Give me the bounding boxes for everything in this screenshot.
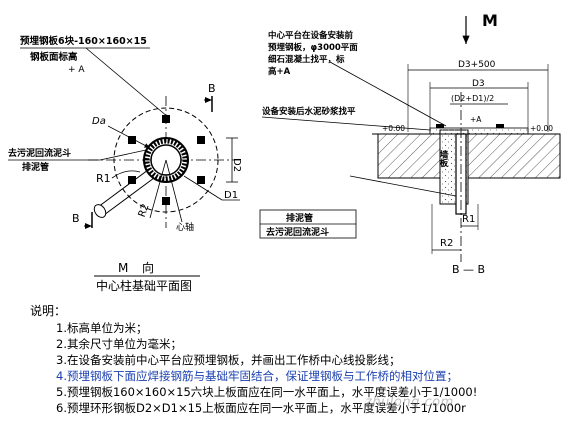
b-top-label: B — [208, 82, 216, 95]
section-marker-top — [204, 96, 213, 112]
drain-pipe — [93, 169, 155, 218]
note-leader — [329, 61, 447, 127]
embedded-plate — [197, 136, 205, 144]
da-label: Da — [92, 116, 106, 127]
drain-hole-label: 去污泥回流泥斗 — [8, 147, 71, 159]
plate-elevation-value: + A — [68, 65, 85, 75]
pipe-label-leader — [349, 175, 457, 197]
d3-500-label: D3+500 — [458, 60, 496, 70]
concrete-slab-right — [467, 133, 561, 179]
embedded-plate — [128, 176, 136, 184]
ring-plate-hatch — [144, 138, 188, 182]
section-view: M 中心平台在设备安装前 预埋钢板，φ3000平面 细石混凝土找平，标 高+A … — [259, 11, 561, 276]
watermark: zhulong.com — [365, 395, 454, 410]
embedded-plates — [128, 115, 205, 205]
drain-leader-2 — [99, 149, 147, 161]
section-plate — [436, 124, 444, 128]
plan-title: 中心柱基础平面图 — [96, 278, 192, 293]
grout-leader — [261, 116, 431, 131]
section-r1-label: R1 — [462, 214, 475, 225]
note-item: 5.预埋钢板160×160×15六块上板面应在同一水平面上，水平度误差小于1/1… — [56, 385, 478, 399]
center-label: 心轴 — [176, 221, 194, 233]
embedded-plate — [197, 176, 205, 184]
note-item: 2.其余尺寸单位为毫米； — [56, 337, 182, 351]
plate-leader — [85, 47, 169, 118]
r1-label: R1 — [96, 172, 111, 185]
d3-label: D3 — [472, 79, 485, 89]
grout-label: 设备安装后水泥砂浆找平 — [262, 106, 356, 117]
note-item: 3.在设备安装前中心平台应预埋钢板，并画出工作桥中心线投影线； — [56, 353, 401, 367]
elev-top: +A — [470, 115, 482, 124]
grout-layer — [429, 127, 529, 135]
r2-leader — [149, 159, 167, 219]
section-pipe-label: 排泥管 — [286, 212, 313, 224]
section-note-2: 预埋钢板，φ3000平面 — [268, 42, 358, 53]
m-direction-text: 向 — [142, 260, 154, 275]
d1-leader — [183, 175, 223, 201]
center-leader — [165, 159, 183, 223]
section-note-3: 细石混凝土找平，标 — [268, 54, 345, 65]
notes-title: 说明： — [30, 304, 67, 318]
m-direction-m: M — [118, 261, 128, 275]
r1-arc — [111, 170, 141, 179]
da-leader — [107, 125, 151, 149]
section-pipe-label-2: 去污泥回流泥斗 — [266, 226, 329, 238]
plate-elevation-label: 钢板面标高 — [30, 51, 78, 63]
wall-label: 墙板 — [438, 149, 448, 168]
r2-label: R2 — [137, 203, 152, 219]
embedded-plate — [162, 197, 170, 205]
d2-label: D2 — [231, 158, 242, 172]
section-note-4: 高+A — [268, 66, 291, 77]
plate-label: 预埋钢板6块-160×160×15 — [20, 35, 147, 47]
embedded-plate — [162, 115, 170, 123]
section-r2-label: R2 — [440, 238, 453, 249]
section-m-label: M — [482, 11, 498, 30]
b-bottom-label: B — [72, 212, 80, 225]
section-note-1: 中心平台在设备安装前 — [268, 30, 354, 41]
ring-plate-outer — [143, 137, 189, 183]
concrete-slab-left — [377, 133, 441, 179]
drain-pipe-label: 排泥管 — [22, 161, 49, 173]
plan-view: 预埋钢板6块-160×160×15 钢板面标高 + A B Da 去污泥回流泥斗… — [8, 35, 242, 293]
note-item: 4.预埋钢板下面应焊接钢筋与基础牢固结合，保证埋钢板与工作桥的相对位置； — [56, 369, 458, 383]
d2-d1-label: (D2+D1)/2 — [451, 94, 494, 103]
elev-right: +0.00 — [530, 124, 553, 133]
section-marker-bottom — [84, 212, 93, 229]
elev-left: +0.00 — [382, 124, 405, 133]
d1-label: D1 — [224, 190, 238, 201]
embedded-plate — [128, 136, 136, 144]
note-item: 6.预埋环形钢板D2×D1×15上板面应在同一水平面上，水平度误差小于1/100… — [56, 401, 466, 415]
note-item: 1.标高单位为米； — [56, 321, 148, 335]
section-title: B — B — [452, 263, 485, 276]
section-plate — [496, 124, 504, 128]
